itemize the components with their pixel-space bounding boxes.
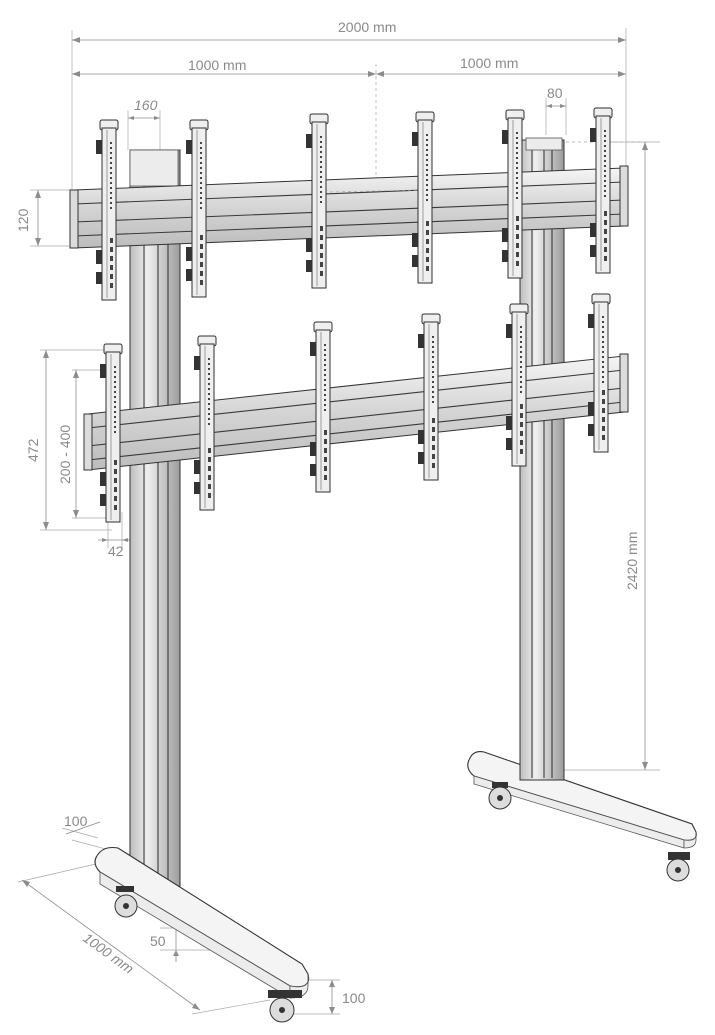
dim-bracket-depth: 42 <box>108 543 124 559</box>
left-base <box>94 846 310 1023</box>
top-rail <box>69 165 629 249</box>
dim-total-width: 2000 mm <box>338 19 396 35</box>
caster-wheel-left-rear <box>114 886 138 918</box>
dim-total-height: 2420 mm <box>624 532 640 590</box>
top-bracket <box>186 119 209 298</box>
dim-half-width-right: 1000 mm <box>460 55 518 71</box>
dim-rail-height: 120 <box>15 208 31 232</box>
top-brackets <box>96 107 613 301</box>
dim-base-gap: 50 <box>150 933 166 949</box>
caster-wheel-right-front <box>666 852 690 882</box>
top-bracket <box>590 107 613 274</box>
top-bracket <box>306 113 329 289</box>
bottom-brackets <box>100 293 611 523</box>
bottom-bracket <box>588 293 611 453</box>
right-post <box>519 137 565 781</box>
top-bracket <box>412 111 435 284</box>
caster-wheel-right-rear <box>488 782 512 810</box>
bottom-bracket <box>506 303 529 467</box>
dim-half-width-left: 1000 mm <box>188 57 246 73</box>
bottom-bracket <box>100 343 123 523</box>
bottom-bracket <box>194 335 217 511</box>
caster-wheel-left-front <box>268 990 302 1023</box>
bottom-rail <box>83 353 629 471</box>
top-bracket <box>502 109 525 279</box>
dim-bracket-offset: 80 <box>547 85 563 101</box>
left-post <box>129 149 181 887</box>
dim-base-length: 1000 mm <box>80 929 137 976</box>
top-bracket <box>96 119 119 301</box>
dim-wheel-height: 100 <box>342 990 366 1006</box>
dim-bracket-total-height: 472 <box>25 438 41 462</box>
dim-base-width: 100 <box>64 813 88 829</box>
bottom-bracket <box>310 321 333 493</box>
dimension-labels: 2000 mm 1000 mm 1000 mm 160 80 120 472 2… <box>15 19 640 1006</box>
dim-bracket-width: 160 <box>134 97 158 113</box>
dimension-lines <box>17 28 660 1015</box>
right-base <box>467 751 697 882</box>
dim-bracket-adjust-range: 200 - 400 <box>57 425 73 484</box>
bottom-bracket <box>418 313 441 481</box>
